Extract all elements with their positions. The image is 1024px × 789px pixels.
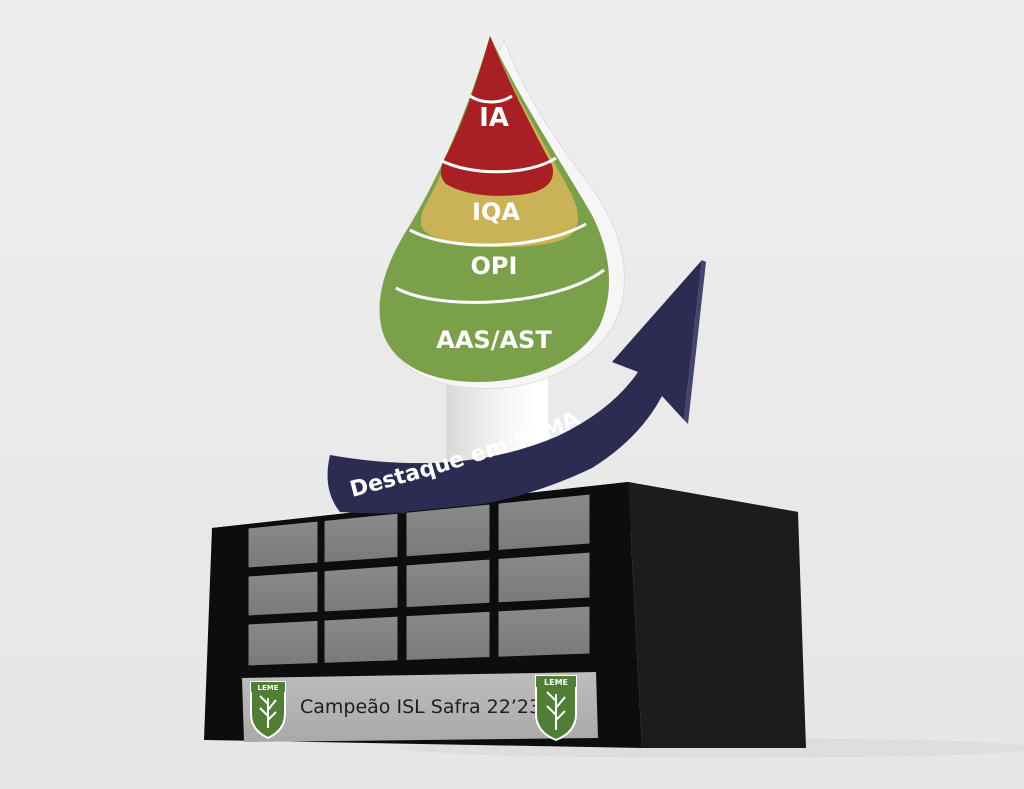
- ring-line-ia: [469, 94, 513, 104]
- plate-r1-c1: [247, 520, 319, 569]
- plate-r2-c1: [247, 570, 319, 617]
- leaf-icon: [546, 691, 566, 730]
- layer-label-opi: OPI: [471, 252, 518, 280]
- plate-r2-c3: [405, 558, 491, 609]
- plaque-text: Campeão ISL Safra 22’23: [300, 696, 541, 718]
- plate-r1-c3: [405, 503, 491, 558]
- ring-line-opi: [409, 222, 587, 247]
- plate-grid: [247, 493, 591, 667]
- layer-ia-shape: [440, 36, 553, 196]
- plaque: Campeão ISL Safra 22’23 LEME LEME: [242, 672, 598, 742]
- badge-left-text: LEME: [258, 684, 279, 692]
- arrow-edge: [684, 260, 706, 424]
- drop-shape: [379, 36, 610, 382]
- right-badge: LEME: [535, 675, 577, 742]
- ring-line-iqa: [439, 156, 557, 174]
- layer-label-iqa: IQA: [472, 198, 520, 226]
- plate-r2-c4: [497, 551, 591, 604]
- arrow-body: [327, 260, 702, 514]
- plate-r3-c4: [497, 605, 591, 658]
- left-badge: LEME: [250, 681, 286, 740]
- plate-r3-c3: [405, 610, 491, 661]
- layer-label-ia: IA: [479, 103, 509, 133]
- base-right-face: [628, 482, 806, 748]
- badge-right-text: LEME: [544, 678, 568, 687]
- plate-r3-c2: [323, 615, 399, 664]
- plate-r1-c4: [497, 493, 591, 551]
- plate-r2-c2: [323, 564, 399, 613]
- plate-r3-c1: [247, 619, 319, 667]
- leaf-icon: [259, 695, 277, 728]
- layer-label-aas-ast: AAS/AST: [436, 326, 552, 354]
- plate-r1-c2: [323, 512, 399, 564]
- ring-line-aas: [395, 268, 605, 304]
